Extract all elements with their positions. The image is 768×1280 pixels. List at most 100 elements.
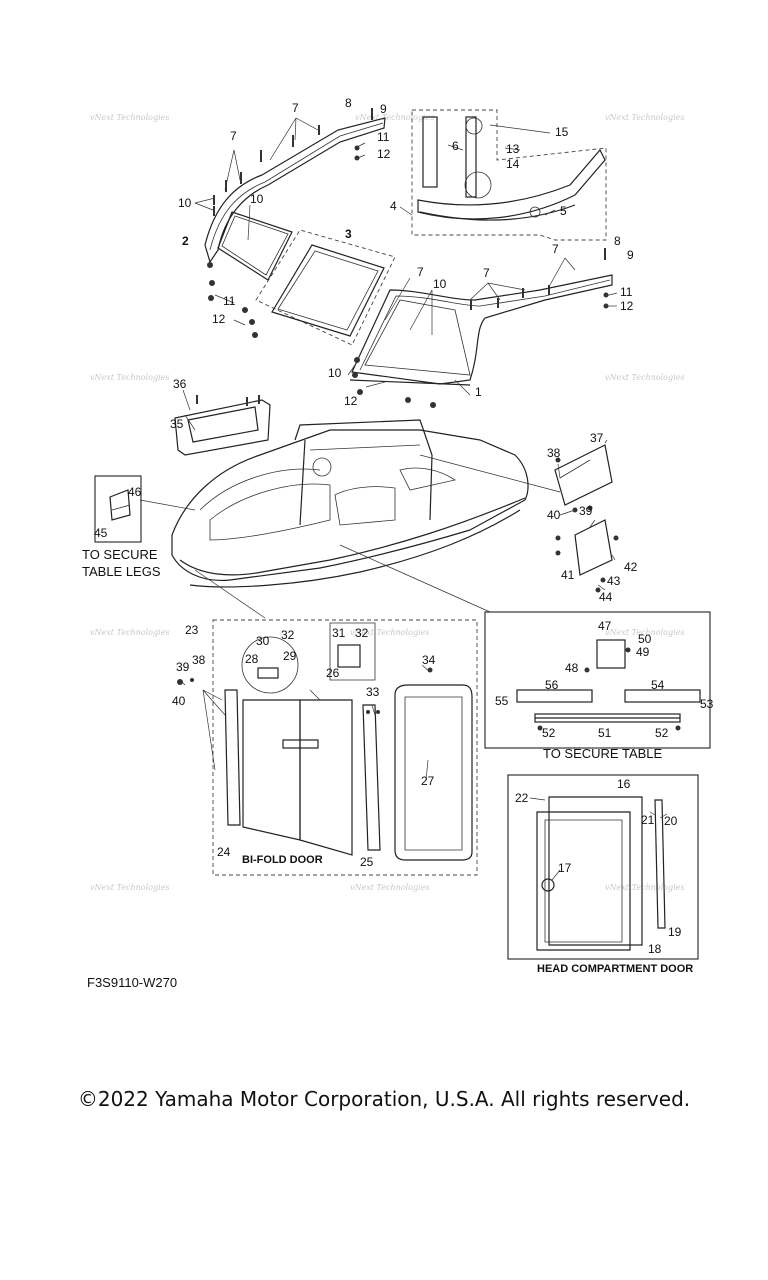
caption-table-legs-line2: TABLE LEGS	[82, 564, 161, 579]
callout-10: 10	[178, 196, 192, 210]
callout-55: 55	[495, 694, 509, 708]
callout-11: 11	[223, 294, 236, 308]
callout-40: 40	[172, 694, 186, 708]
callout-6: 6	[452, 139, 459, 153]
callout-10: 10	[250, 192, 264, 206]
callout-37: 37	[590, 431, 604, 445]
callout-48: 48	[565, 661, 579, 675]
watermark-text: vNext Technologies	[90, 113, 169, 122]
callout-24: 24	[217, 845, 231, 859]
caption-secure-table: TO SECURE TABLE	[543, 746, 663, 761]
callout-7: 7	[230, 129, 237, 143]
callout-2: 2	[182, 234, 189, 248]
callout-3: 3	[345, 227, 352, 241]
callout-labels: 1 2 3 4 5 6 7 7 7 7 7 8 8 9 9 10 10 10 1…	[94, 96, 714, 956]
caption-bifold-door: BI-FOLD DOOR	[242, 854, 323, 866]
callout-41: 41	[561, 568, 575, 582]
watermark-text: vNext Technologies	[605, 113, 684, 122]
callout-4: 4	[390, 199, 397, 213]
boat-hull	[139, 419, 561, 619]
callout-39: 39	[579, 504, 593, 518]
callout-9: 9	[380, 102, 387, 116]
storage-tray	[174, 389, 271, 456]
callout-34: 34	[422, 653, 436, 667]
callout-8: 8	[345, 96, 352, 110]
callout-7: 7	[417, 265, 424, 279]
head-compartment-detail	[507, 774, 699, 960]
watermark-text: vNext Technologies	[90, 883, 169, 892]
callout-12: 12	[212, 312, 226, 326]
callout-12: 12	[377, 147, 391, 161]
callout-11: 11	[620, 285, 633, 299]
callout-31: 31	[332, 626, 346, 640]
callout-15: 15	[555, 125, 569, 139]
callout-30: 30	[256, 634, 270, 648]
watermark-text: vNext Technologies	[355, 113, 434, 122]
watermark-text: vNext Technologies	[350, 628, 429, 637]
callout-45: 45	[94, 526, 108, 540]
callout-36: 36	[173, 377, 187, 391]
callout-20: 20	[664, 814, 678, 828]
callout-49: 49	[636, 645, 650, 659]
callout-38: 38	[547, 446, 561, 460]
callout-8: 8	[614, 234, 621, 248]
callout-32: 32	[281, 628, 295, 642]
callout-56: 56	[545, 678, 559, 692]
callout-38: 38	[192, 653, 206, 667]
callout-44: 44	[599, 590, 613, 604]
callout-16: 16	[617, 777, 631, 791]
secure-table-detail	[484, 611, 711, 749]
callout-40: 40	[547, 508, 561, 522]
callout-39: 39	[176, 660, 190, 674]
callout-26: 26	[326, 666, 340, 680]
callout-10: 10	[328, 366, 342, 380]
callout-50: 50	[638, 632, 652, 646]
table-legs-detail	[94, 475, 142, 543]
callout-7: 7	[292, 101, 299, 115]
callout-13: 13	[506, 142, 520, 156]
callout-43: 43	[607, 574, 621, 588]
bifold-door-assembly	[177, 619, 478, 876]
drawing-code: F3S9110-W270	[87, 975, 178, 990]
caption-table-legs-line1: TO SECURE	[82, 547, 158, 562]
callout-12: 12	[344, 394, 358, 408]
watermark-text: vNext Technologies	[605, 373, 684, 382]
callout-9: 9	[627, 248, 634, 262]
callout-35: 35	[170, 417, 184, 431]
callout-18: 18	[648, 942, 662, 956]
callout-14: 14	[506, 157, 520, 171]
callout-32: 32	[355, 626, 369, 640]
callout-27: 27	[421, 774, 435, 788]
windshield-assembly	[194, 108, 618, 408]
callout-21: 21	[641, 813, 655, 827]
callout-29: 29	[283, 649, 297, 663]
callout-25: 25	[360, 855, 374, 869]
captions: TO SECURE TABLE LEGS TO SECURE TABLE BI-…	[82, 547, 693, 975]
watermark-text: vNext Technologies	[90, 628, 169, 637]
callout-7: 7	[552, 242, 559, 256]
callout-11: 11	[377, 130, 390, 144]
callout-52: 52	[655, 726, 669, 740]
table-bracket-assembly	[554, 439, 619, 593]
watermarks: vNext Technologies vNext Technologies vN…	[90, 113, 684, 892]
callout-28: 28	[245, 652, 259, 666]
callout-17: 17	[558, 861, 572, 875]
watermark-text: vNext Technologies	[90, 373, 169, 382]
callout-1: 1	[475, 385, 482, 399]
callout-51: 51	[598, 726, 612, 740]
callout-54: 54	[651, 678, 665, 692]
watermark-text: vNext Technologies	[350, 883, 429, 892]
callout-7: 7	[483, 266, 490, 280]
caption-head-compartment-door: HEAD COMPARTMENT DOOR	[537, 963, 693, 975]
watermark-text: vNext Technologies	[605, 628, 684, 637]
callout-42: 42	[624, 560, 638, 574]
callout-23: 23	[185, 623, 199, 637]
copyright-notice: ©2022 Yamaha Motor Corporation, U.S.A. A…	[77, 1087, 691, 1111]
callout-33: 33	[366, 685, 380, 699]
callout-53: 53	[700, 697, 714, 711]
callout-5: 5	[560, 204, 567, 218]
callout-19: 19	[668, 925, 682, 939]
callout-22: 22	[515, 791, 529, 805]
callout-52: 52	[542, 726, 556, 740]
